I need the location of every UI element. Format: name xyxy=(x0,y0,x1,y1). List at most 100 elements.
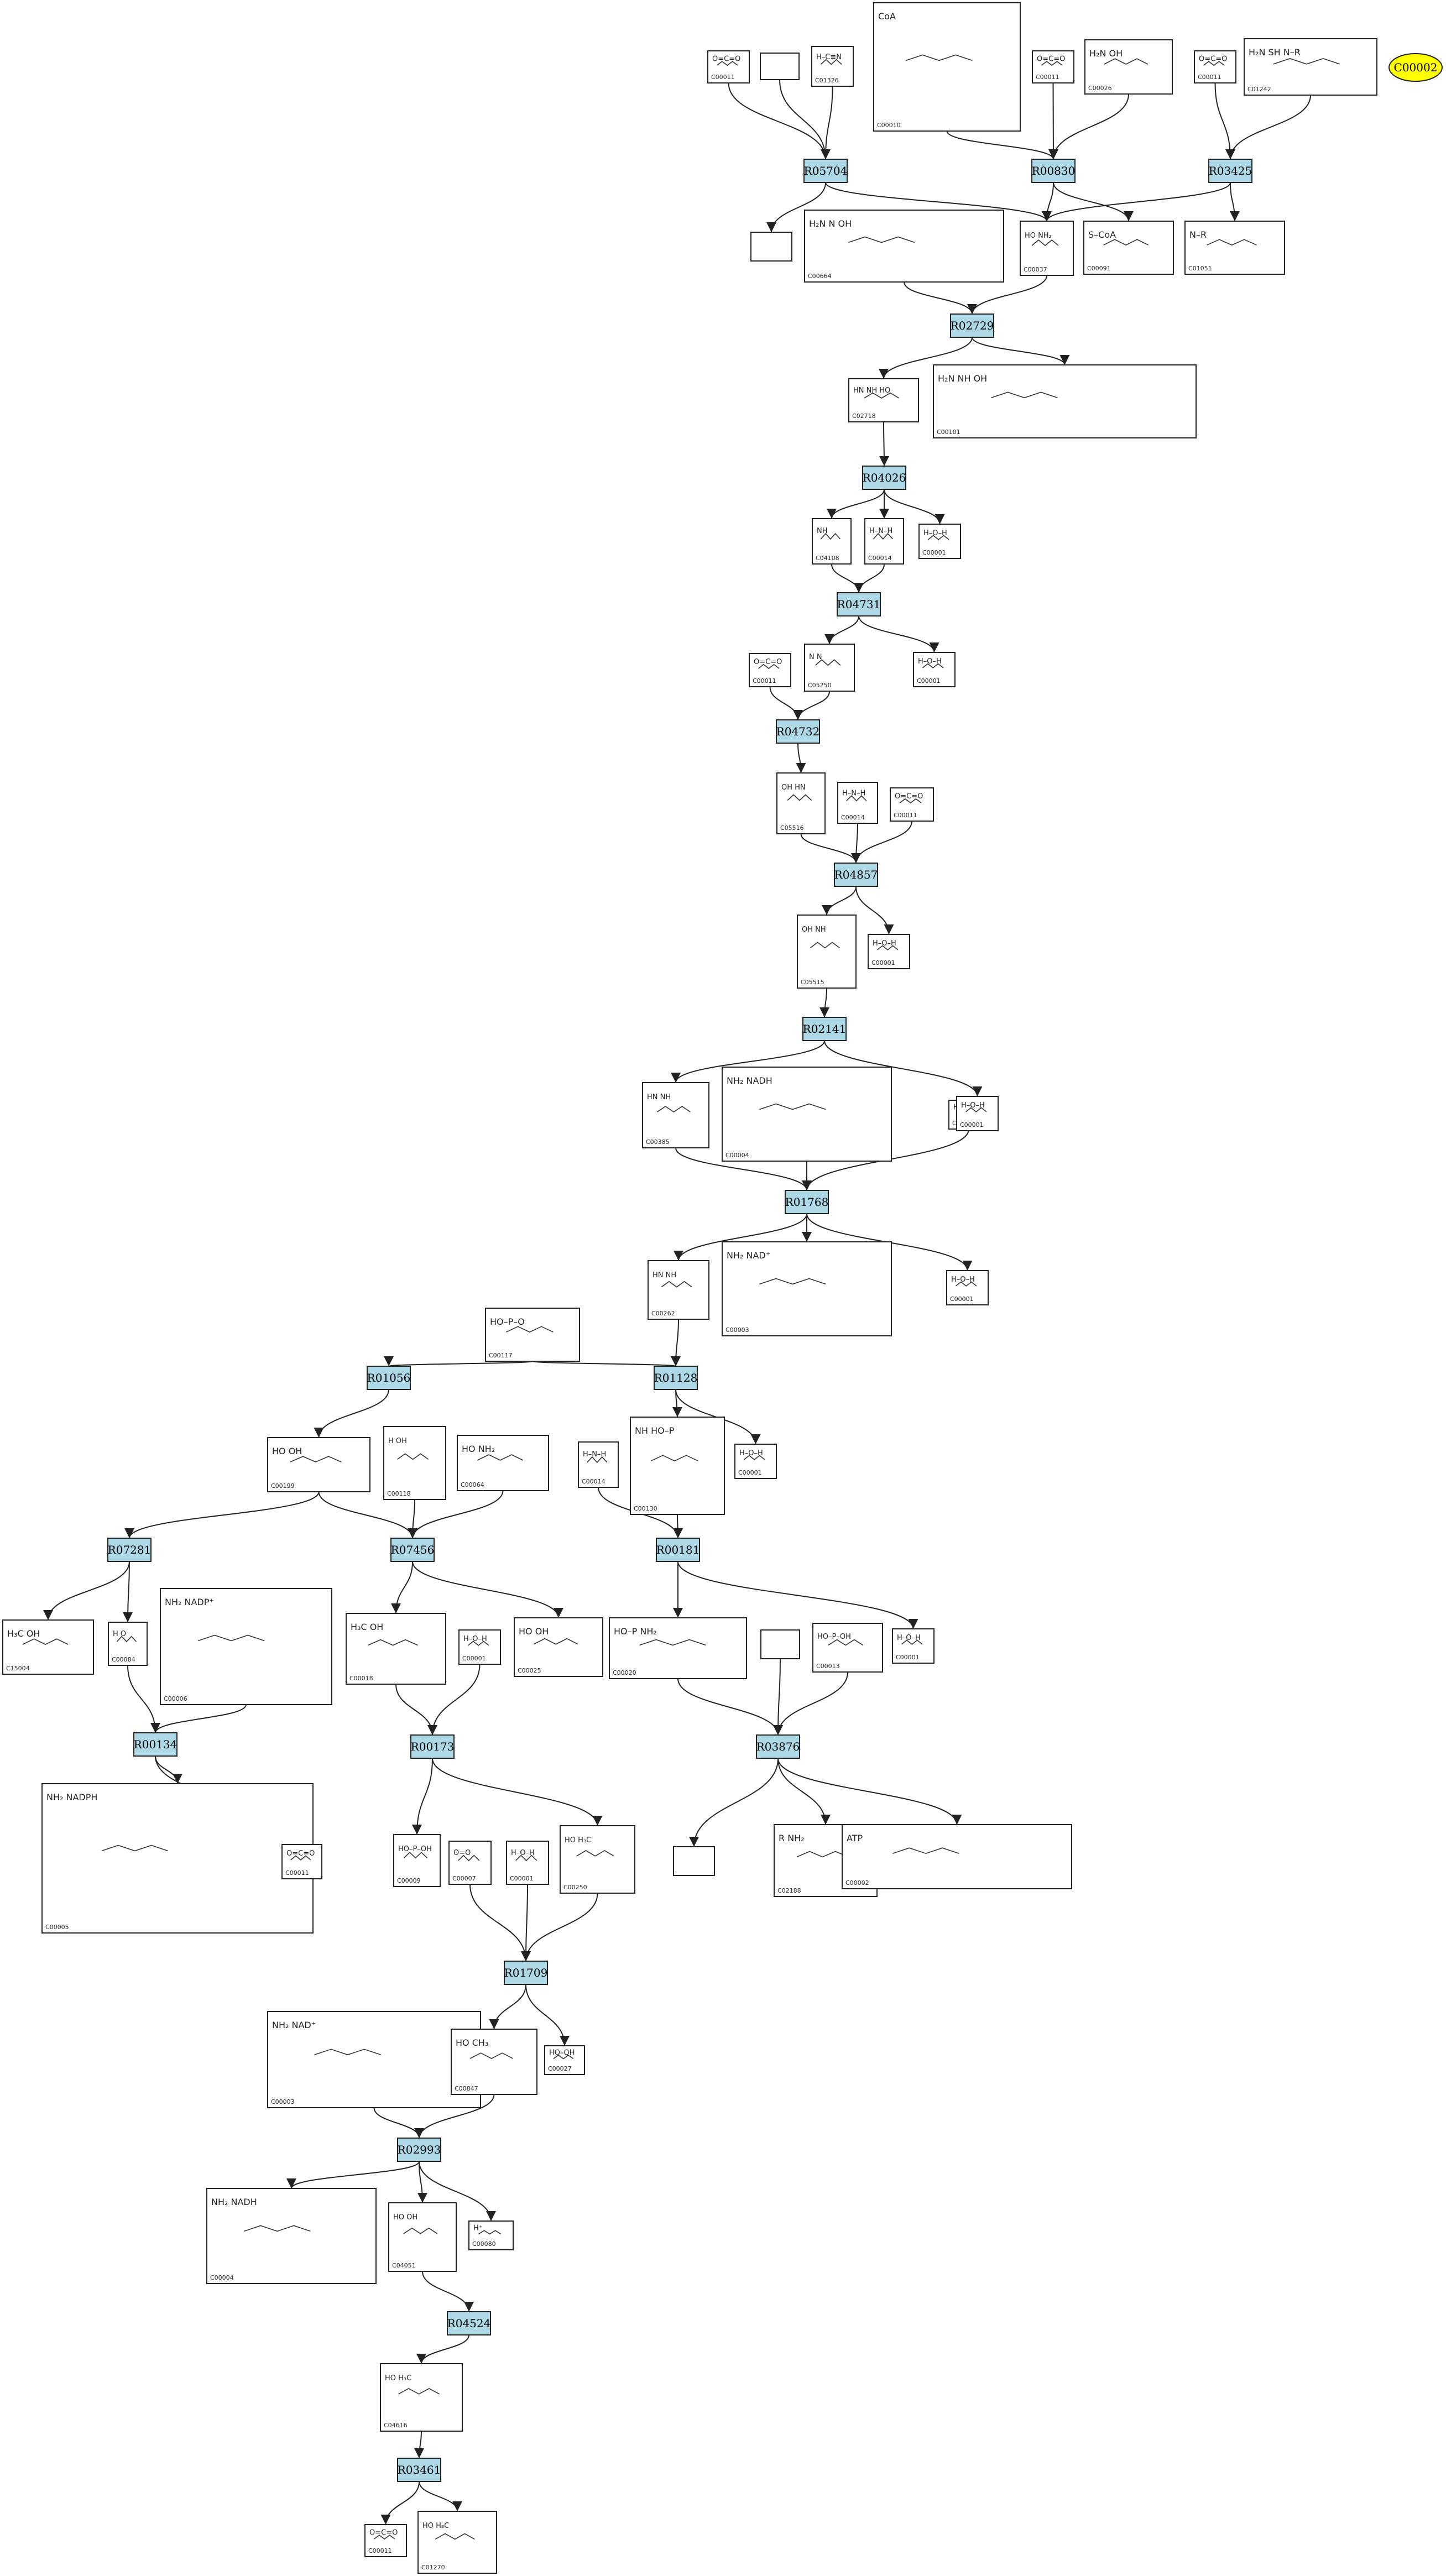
reaction-node[interactable]: R02141 xyxy=(802,1017,847,1041)
reaction-node[interactable]: R01768 xyxy=(785,1190,829,1214)
compound-node[interactable] xyxy=(760,1629,800,1659)
reaction-node[interactable]: R02729 xyxy=(950,313,994,338)
reaction-node[interactable]: R02993 xyxy=(397,2138,441,2162)
reaction-node[interactable]: R07456 xyxy=(390,1538,435,1562)
reaction-node[interactable]: R01128 xyxy=(654,1366,698,1390)
reaction-node[interactable]: R00181 xyxy=(656,1538,700,1562)
compound-structure: O=C=O xyxy=(1199,55,1227,64)
compound-box xyxy=(797,915,857,989)
compound-id: C04616 xyxy=(384,2422,408,2429)
reaction-node[interactable]: R05704 xyxy=(803,159,848,183)
compound-node[interactable] xyxy=(760,53,800,80)
compound-id: C00011 xyxy=(285,1869,309,1877)
reaction-node[interactable]: R00173 xyxy=(410,1734,455,1759)
reaction-node[interactable]: R04026 xyxy=(862,466,906,490)
compound-node[interactable]: NH₂ NAD⁺C00003 xyxy=(722,1241,892,1336)
reaction-id: R03461 xyxy=(398,2463,441,2476)
reaction-node[interactable]: R03461 xyxy=(397,2458,441,2482)
reaction-node[interactable]: R01709 xyxy=(504,1961,548,1985)
compound-structure: H–O–H xyxy=(918,657,942,666)
reaction-node[interactable]: R04731 xyxy=(837,592,881,616)
reaction-node[interactable]: R04732 xyxy=(776,719,820,744)
compound-box xyxy=(673,1846,715,1876)
reaction-node[interactable]: R07281 xyxy=(107,1538,152,1562)
edge xyxy=(380,2481,420,2525)
reaction-node[interactable]: R03876 xyxy=(756,1734,800,1759)
compound-node[interactable] xyxy=(673,1846,715,1876)
compound-node[interactable] xyxy=(750,232,792,262)
reaction-node[interactable]: R04524 xyxy=(447,2311,491,2335)
compound-id: C00003 xyxy=(725,1326,749,1334)
compound-node[interactable]: H⁺C00080 xyxy=(468,2220,514,2250)
reaction-node[interactable]: R03425 xyxy=(1208,159,1252,183)
reaction-node[interactable]: R01056 xyxy=(367,1366,411,1390)
compound-node[interactable]: NH₂ NAD⁺C00003 xyxy=(267,2011,481,2108)
bond-sketch xyxy=(744,1455,765,1460)
reaction-node[interactable]: R04857 xyxy=(834,863,878,887)
compound-box xyxy=(485,1308,580,1362)
compound-node[interactable]: NH₂ NADP⁺C00006 xyxy=(160,1588,332,1705)
target-compound[interactable]: C00002 xyxy=(1388,53,1443,82)
reaction-node[interactable]: R00134 xyxy=(133,1732,178,1757)
reaction-node[interactable]: R00830 xyxy=(1031,159,1076,183)
